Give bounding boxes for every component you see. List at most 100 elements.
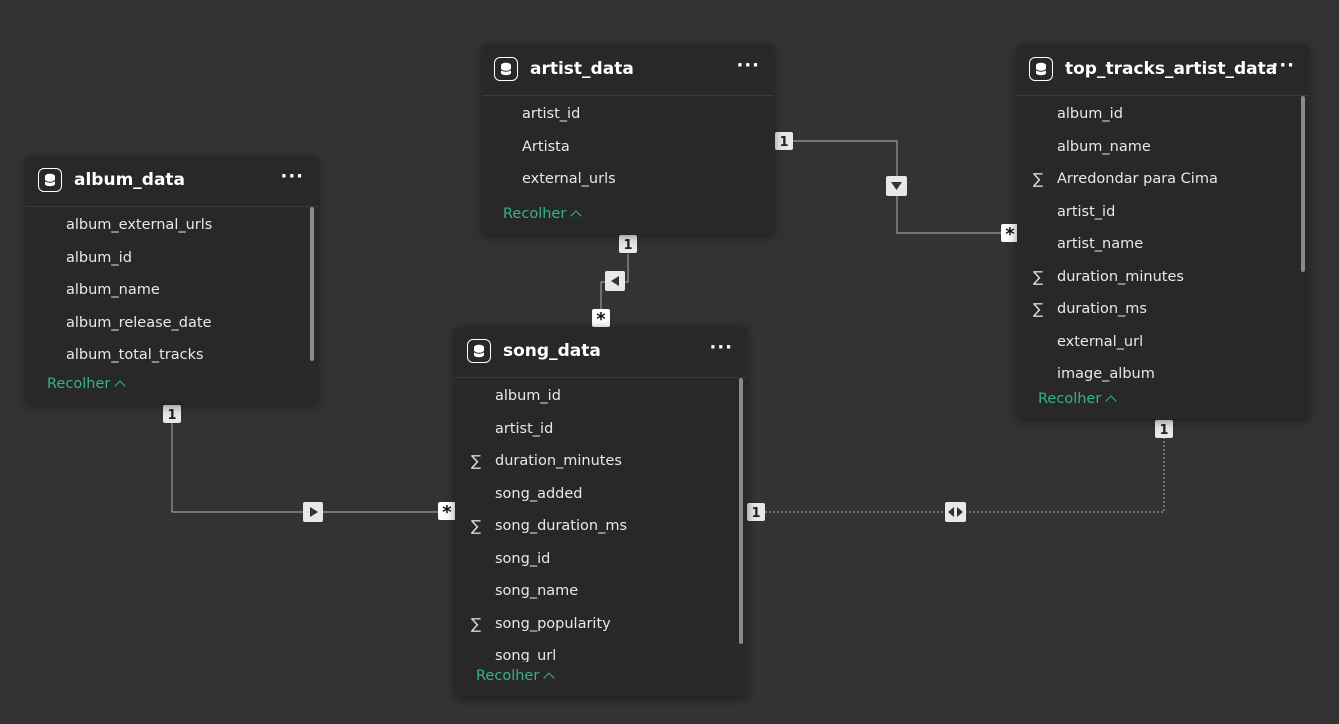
table-card-song-data[interactable]: song_data ··· album_id artist_id ∑ durati… [455,327,747,697]
table-card-album-data[interactable]: album_data ··· album_external_urls album… [26,156,318,404]
field-name: album_external_urls [66,217,213,233]
scrollbar[interactable] [310,207,314,361]
field-list[interactable]: album_id album_name ∑Arredondar para Cim… [1017,96,1309,388]
field-item[interactable]: album_id [1017,98,1309,131]
field-item[interactable]: ∑ duration_ms [1017,293,1309,326]
field-item[interactable]: album_id [26,242,318,275]
sigma-icon: ∑ [471,517,482,535]
more-options-icon[interactable]: ··· [736,55,760,76]
field-item[interactable]: ∑duration_minutes [1017,261,1309,294]
field-name: album_id [495,388,561,404]
collapse-button[interactable]: Recolher [476,668,555,684]
table-header[interactable]: top_tracks_artist_data ··· [1017,45,1309,96]
field-name: album_total_tracks [66,347,204,363]
field-item[interactable]: album_total_tracks [26,339,318,372]
cardinality-one-marker: 1 [747,503,765,521]
field-item[interactable]: song_added [455,478,747,511]
svg-text:*: * [442,502,452,523]
field-name: external_url [1057,333,1144,350]
svg-text:*: * [1005,224,1015,245]
field-name: Artista [522,138,570,155]
table-header[interactable]: song_data ··· [455,327,747,378]
field-name: external_urls [522,171,616,187]
field-item[interactable]: song_id [455,543,747,576]
field-item[interactable]: ∑ duration_minutes [455,445,747,478]
more-options-icon[interactable]: ··· [1271,55,1295,76]
cardinality-one-marker: 1 [163,405,181,423]
collapse-label: Recolher [1038,391,1102,407]
field-item[interactable]: album_release_date [26,307,318,340]
field-list[interactable]: album_id artist_id ∑ duration_minutes son… [455,378,747,662]
sigma-icon: ∑ [1033,300,1044,318]
collapse-button[interactable]: Recolher [503,206,582,222]
field-name: artist_id [1057,203,1116,220]
field-name: album_name [1057,138,1151,155]
field-item[interactable]: album_id [455,380,747,413]
field-list[interactable]: artist_id Artista external_urls [482,96,774,198]
collapse-button[interactable]: Recolher [47,376,126,392]
field-item[interactable]: ∑ song_popularity [455,608,747,641]
field-item[interactable]: artist_id [482,98,774,131]
sigma-icon: ∑ [471,614,482,633]
collapse-label: Recolher [503,206,567,222]
field-name: song_name [495,583,579,599]
scrollbar[interactable] [1301,96,1305,272]
field-item[interactable]: album_external_urls [26,209,318,242]
field-item[interactable]: song_url [455,640,747,662]
relationship-artist-song [600,254,629,310]
database-icon [467,339,491,363]
filter-direction-down-icon [886,176,907,196]
field-item[interactable]: external_urls [482,163,774,196]
more-options-icon[interactable]: ··· [280,166,304,187]
svg-text:1: 1 [751,506,760,521]
chevron-up-icon [1105,395,1117,407]
field-name: album_id [66,249,132,266]
table-title: album_data [74,170,186,190]
field-list[interactable]: album_external_urls album_id album_name … [26,207,318,374]
field-item[interactable]: ∑song_duration_ms [455,510,747,543]
field-item[interactable]: Artista [482,131,774,164]
field-name: artist_name [1057,236,1144,252]
field-item[interactable]: album_name [26,274,318,307]
field-name: album_id [1057,106,1123,122]
table-title: song_data [503,341,601,361]
table-card-artist-data[interactable]: artist_data ··· artist_id Artista extern… [482,45,774,234]
table-header[interactable]: artist_data ··· [482,45,774,96]
more-options-icon[interactable]: ··· [709,337,733,358]
field-name: duration_ms [1057,301,1147,317]
chevron-up-icon [570,210,582,222]
field-item[interactable]: song_name [455,575,747,608]
cardinality-one-marker: 1 [619,235,637,253]
field-item[interactable]: artist_id [455,413,747,446]
relationship-album-song [171,422,438,513]
field-item[interactable]: external_url [1017,326,1309,359]
sigma-icon: ∑ [1033,267,1044,286]
sigma-icon: ∑ [471,452,482,470]
cardinality-one-marker: 1 [775,132,793,150]
scrollbar[interactable] [739,378,743,644]
field-name: duration_minutes [495,453,622,469]
table-card-top-tracks-artist-data[interactable]: top_tracks_artist_data ··· album_id albu… [1017,45,1309,419]
table-header[interactable]: album_data ··· [26,156,318,207]
field-item[interactable]: artist_id [1017,196,1309,229]
chevron-up-icon [114,380,126,392]
field-item[interactable]: album_name [1017,131,1309,164]
field-name: Arredondar para Cima [1057,171,1218,187]
field-name: album_release_date [66,314,212,331]
field-name: song_url [495,648,557,662]
field-item[interactable]: image_album [1017,358,1309,388]
field-name: song_added [495,485,583,502]
field-name: song_id [495,550,551,567]
filter-direction-right-icon [303,502,323,522]
collapse-label: Recolher [47,376,111,392]
collapse-button[interactable]: Recolher [1038,391,1117,407]
cardinality-one-marker: 1 [1155,420,1173,438]
field-item[interactable]: artist_name [1017,228,1309,261]
table-title: artist_data [530,59,634,79]
field-name: song_popularity [495,615,611,632]
field-name: image_album [1057,366,1155,382]
chevron-up-icon [543,672,555,684]
field-item[interactable]: ∑Arredondar para Cima [1017,163,1309,196]
svg-text:1: 1 [779,135,788,150]
